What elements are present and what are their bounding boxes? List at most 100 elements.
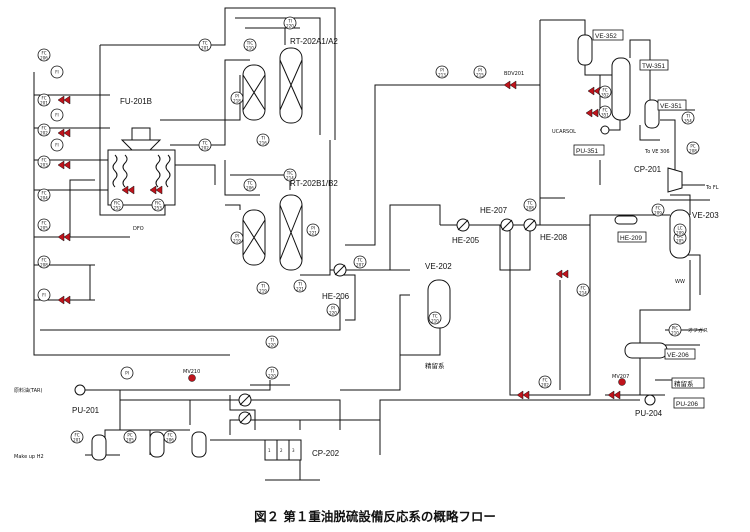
label-ve203: VE-203	[692, 211, 719, 220]
stream-feed: 原料油(TAR)	[14, 387, 43, 394]
instrument-tag: 201	[201, 46, 209, 51]
instrument-bubble	[686, 141, 700, 155]
instrument-tag: 221	[296, 287, 304, 292]
instrument-tag: 206	[246, 186, 254, 191]
instrument-tag: PI	[311, 226, 315, 231]
exchanger-he208	[523, 218, 537, 232]
instrument-bubble	[120, 366, 134, 380]
label-he208: HE-208	[540, 233, 568, 242]
instrument-tag: 215	[476, 73, 484, 78]
label-he206: HE-206	[322, 292, 350, 301]
instrument-tag: FI	[55, 143, 58, 148]
instrument-tag: 210	[671, 331, 679, 336]
label-ve351: VE-351	[660, 103, 682, 110]
label-he205: HE-205	[452, 236, 480, 245]
instrument-tag: FC	[602, 108, 607, 113]
valve-tag-mv210: MV210	[183, 369, 200, 375]
exchanger-cp202-cooler-2	[238, 411, 252, 425]
stream-to-ve: To VE 306	[644, 149, 670, 155]
instrument-tag: 220	[329, 311, 337, 316]
instrument-tag: 219	[233, 239, 241, 244]
instrument-bubble	[353, 255, 367, 269]
instrument-tag: FC	[41, 51, 46, 56]
compressor-cp201	[667, 167, 683, 193]
instrument-tag: PI	[235, 94, 239, 99]
instrument-tag: 206	[166, 438, 174, 443]
instrument-tag: TC	[526, 201, 532, 206]
instrument-tag: 208	[526, 206, 534, 211]
instrument-bubble	[265, 335, 279, 349]
instrument-tag: FC	[41, 191, 46, 196]
instrument-bubble	[673, 223, 687, 237]
stream-ucarsol: UCARSOL	[552, 129, 576, 135]
label-fu201b: FU-201B	[120, 97, 152, 106]
instrument-bubble	[37, 255, 51, 269]
instrument-bubble	[243, 38, 257, 52]
instrument-tag: PI	[331, 306, 335, 311]
label-he207: HE-207	[480, 206, 508, 215]
instrument-tag: TI	[260, 136, 265, 141]
instrument-tag: TI	[260, 284, 265, 289]
instrument-tag: 205	[676, 239, 684, 244]
label-he209: HE-209	[620, 235, 642, 242]
label-ve206: VE-206	[667, 352, 689, 359]
instrument-bubble	[265, 366, 279, 380]
instrument-tag: TI	[269, 369, 274, 374]
instrument-bubble	[198, 138, 212, 152]
vessel-ve351	[644, 99, 660, 129]
instrument-bubble	[283, 16, 297, 30]
exchanger-he206	[333, 263, 347, 277]
instrument-bubble	[326, 303, 340, 317]
instrument-i4: FI	[50, 108, 64, 122]
instrument-bubble	[306, 223, 320, 237]
label-rt202b: RT-202B1/B2	[290, 179, 338, 188]
instrument-tag: 201	[73, 438, 81, 443]
instrument-tag: FIC	[155, 201, 161, 206]
instrument-tag: TC	[246, 181, 252, 186]
equipment-labels: FU-201B RT-202A1/A2 RT-202B1/B2 VE-352 T…	[72, 33, 719, 458]
instrument-bubble	[230, 231, 244, 245]
instrument-tag: 253	[154, 206, 162, 211]
instrument-tag: TI	[269, 338, 274, 343]
instrument-tag: FC	[41, 96, 46, 101]
instrument-tag: 252	[113, 206, 121, 211]
reactor-rt202a	[242, 47, 303, 124]
instrument-i41: PI	[120, 366, 134, 380]
vessel-ko-2	[149, 431, 165, 458]
stream-to-fl: To FL	[705, 185, 719, 191]
instrument-tag: 354	[684, 119, 692, 124]
stream-dfo: DFO	[133, 226, 144, 232]
instrument-tag: LC	[677, 226, 682, 231]
instrument-tag: 220	[268, 343, 276, 348]
instrument-bubble	[37, 218, 51, 232]
instrument-tag: 214	[579, 291, 587, 296]
stream-seiryu-2: 精留系	[674, 379, 694, 388]
furnace-fu201b	[107, 127, 176, 206]
label-tw351: TW-351	[642, 63, 665, 70]
instrument-bubble	[256, 281, 270, 295]
instrument-bubble	[473, 65, 487, 79]
cp202-stage-1: 1	[268, 448, 271, 453]
instrument-bubble	[523, 198, 537, 212]
instrument-tag: 208	[689, 149, 697, 154]
instrument-tag: FC	[41, 221, 46, 226]
instrument-tag: 202	[40, 131, 48, 136]
tower-tw351	[611, 57, 631, 121]
instrument-bubble	[243, 178, 257, 192]
instrument-tag: 202	[201, 146, 209, 151]
